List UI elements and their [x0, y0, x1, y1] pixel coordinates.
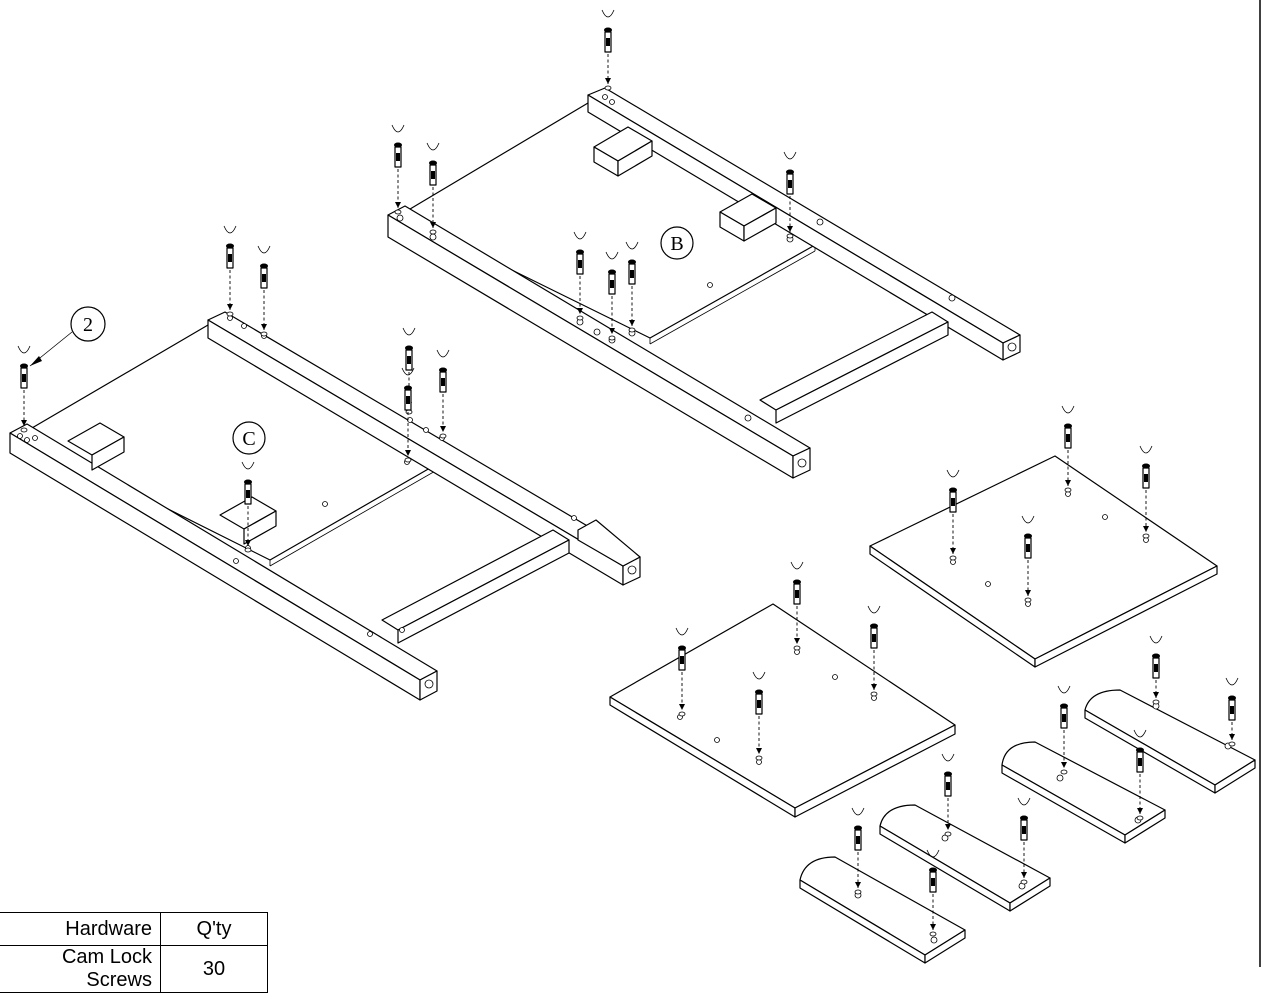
cam-lock-screws	[17, 9, 1239, 937]
table-row: Cam Lock Screws 30	[0, 945, 268, 993]
bracket-2	[1001, 741, 1166, 844]
hardware-header: Hardware	[0, 912, 161, 946]
cam-lock-screw-icon	[17, 345, 31, 433]
cam-lock-screw-icon	[1057, 685, 1071, 775]
hardware-qty: 30	[160, 945, 268, 993]
cam-lock-screw-icon	[605, 251, 619, 341]
callout-c-label: C	[242, 428, 255, 450]
cam-lock-screw-icon	[391, 124, 405, 215]
callout-b-label: B	[670, 233, 683, 255]
bracket-4	[799, 856, 966, 964]
cam-lock-screw-icon	[946, 469, 960, 561]
frame-b-cross-rail	[759, 311, 949, 411]
hardware-table-header: Hardware Q'ty	[0, 912, 268, 946]
callout-2-label: 2	[83, 314, 93, 336]
panel-upper-right	[869, 455, 1218, 668]
assembly-diagram: B C 2	[9, 0, 1261, 967]
cam-lock-screw-icon	[1017, 797, 1031, 885]
hardware-item: Cam Lock Screws	[0, 945, 161, 993]
cam-lock-screw-icon	[257, 245, 271, 337]
cam-lock-screw-icon	[1061, 405, 1075, 493]
panel-middle	[609, 603, 956, 818]
cam-lock-screw-icon	[790, 561, 804, 651]
cam-lock-screw-icon	[783, 151, 797, 239]
bracket-1	[1084, 689, 1256, 794]
cam-lock-screw-icon	[941, 753, 955, 837]
cam-lock-screw-icon	[851, 807, 865, 895]
bracket-3	[879, 804, 1051, 912]
frame-b-assembly	[387, 87, 1021, 479]
callout-c: C	[232, 421, 266, 455]
cam-lock-screw-icon	[867, 605, 881, 697]
cam-lock-screw-icon	[1133, 729, 1147, 821]
cam-lock-screw-icon	[1225, 677, 1239, 747]
cam-lock-screw-icon	[601, 9, 615, 91]
cam-lock-screw-icon	[401, 367, 415, 463]
cam-lock-screw-icon	[402, 327, 416, 415]
cam-lock-screw-icon	[752, 671, 766, 761]
cam-lock-screw-icon	[241, 461, 255, 553]
cam-lock-screw-icon	[1149, 635, 1163, 705]
hardware-table: Hardware Q'ty Cam Lock Screws 30	[0, 912, 268, 993]
cam-lock-screw-icon	[1021, 515, 1035, 603]
cam-lock-screw-icon	[1139, 445, 1153, 539]
cam-lock-screw-icon	[436, 349, 450, 439]
qty-header: Q'ty	[160, 912, 268, 946]
leader-arrow-icon	[30, 356, 42, 366]
cam-lock-screw-icon	[926, 849, 940, 937]
callout-b: B	[660, 226, 694, 260]
cam-lock-screw-icon	[675, 627, 689, 717]
cam-lock-screw-icon	[625, 241, 639, 333]
callout-hardware-2: 2	[29, 306, 106, 367]
frame-c-assembly	[9, 311, 641, 701]
cam-lock-screw-icon	[223, 225, 237, 317]
cam-lock-screw-icon	[426, 142, 440, 235]
cam-lock-screw-icon	[573, 231, 587, 321]
frame-c-cross-rail	[381, 529, 570, 631]
